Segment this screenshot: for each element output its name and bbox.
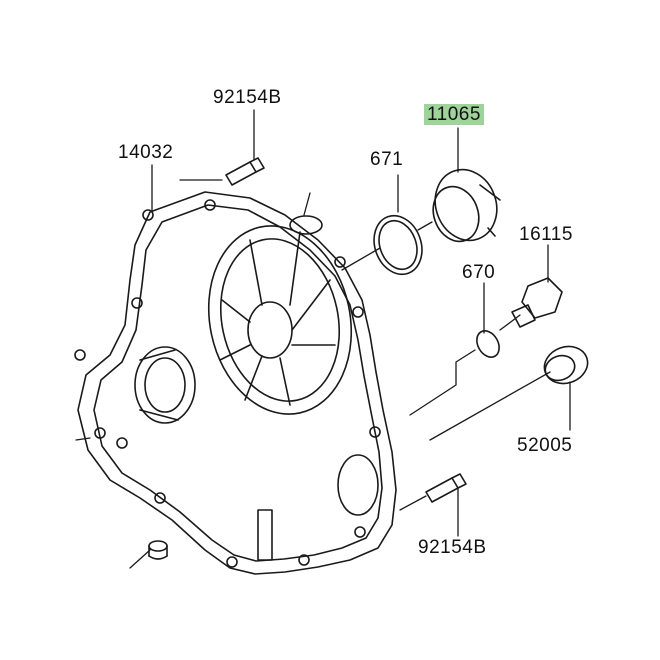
o-ring-670	[476, 330, 500, 358]
cover-ring-inner	[219, 238, 341, 402]
bolt-top	[225, 157, 265, 186]
engine-cover	[77, 191, 397, 575]
cover-ring	[207, 225, 353, 415]
part-label-14032: 14032	[118, 142, 174, 163]
cap-11065	[432, 168, 501, 243]
leader-lines	[75, 109, 571, 569]
part-label-92154b-bottom: 92154B	[418, 537, 487, 558]
part-label-92154b-top: 92154B	[213, 87, 282, 108]
o-ring-671	[373, 214, 423, 276]
lower-window	[337, 454, 379, 516]
part-label-671: 671	[370, 149, 404, 170]
part-label-52005: 52005	[517, 435, 573, 456]
bolt-bottom	[425, 473, 467, 503]
part-label-16115: 16115	[519, 224, 573, 245]
bearing-boss-outer	[134, 346, 196, 424]
top-port	[289, 215, 323, 235]
part-label-670: 670	[462, 262, 496, 283]
bolt-holes	[74, 199, 381, 568]
part-label-11065: 11065	[424, 104, 484, 125]
cover-hub	[247, 301, 293, 359]
cover-inner-rim	[93, 204, 383, 562]
oil-plug-16115	[511, 277, 563, 328]
bearing-boss-inner	[144, 357, 186, 413]
seal-52005	[543, 345, 589, 385]
dowel-pin	[148, 540, 168, 560]
